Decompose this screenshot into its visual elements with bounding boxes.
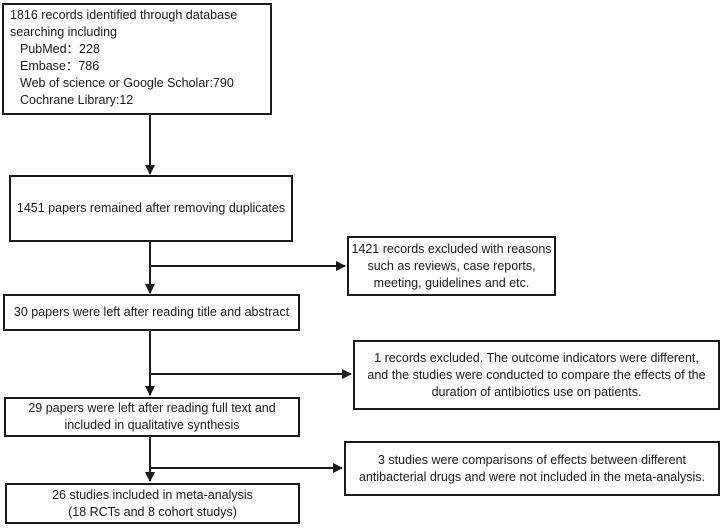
qualitative-line-2: included in qualitative synthesis: [64, 418, 240, 432]
duplicates-removed-box: 1451 papers remained after removing dupl…: [9, 175, 293, 242]
comparison-excluded-line-1: 3 studies were comparisons of effects be…: [377, 452, 687, 467]
fulltext-excluded-box: 1 records excluded. The outcome indicato…: [353, 340, 720, 410]
meta-analysis-line-1: 26 studies included in meta-analysis: [52, 487, 253, 502]
comparison-excluded-line-2: antibacterial drugs and were not include…: [358, 469, 706, 484]
title-abstract-text: 30 papers were left after reading title …: [13, 305, 290, 319]
screening-excluded-box: 1421 records excluded with reasons such …: [347, 236, 556, 296]
source-web-of-science-google-scholar: Web of science or Google Scholar:790: [20, 76, 234, 90]
source-embase: Embase：786: [20, 59, 100, 73]
screening-excluded-line-1: 1421 records excluded with reasons: [351, 241, 552, 256]
source-pubmed: PubMed：228: [20, 42, 100, 56]
title-abstract-box: 30 papers were left after reading title …: [3, 294, 300, 331]
duplicates-removed-text: 1451 papers remained after removing dupl…: [16, 201, 286, 215]
identification-text-line-2: searching including: [10, 25, 118, 39]
meta-analysis-line-2: (18 RCTs and 8 cohort studys): [68, 504, 237, 519]
qualitative-line-1: 29 papers were left after reading full t…: [28, 401, 276, 415]
identification-text-line-1: 1816 records identified through database: [10, 8, 238, 22]
comparison-excluded-box: 3 studies were comparisons of effects be…: [344, 441, 720, 496]
screening-excluded-line-2: such as reviews, case reports,: [367, 258, 536, 273]
fulltext-excluded-line-2: and the studies were conducted to compar…: [367, 367, 706, 382]
screening-excluded-line-3: meeting, guidelines and etc.: [373, 275, 530, 290]
meta-analysis-box: 26 studies included in meta-analysis (18…: [5, 483, 300, 524]
qualitative-synthesis-box: 29 papers were left after reading full t…: [4, 397, 300, 437]
identification-box: 1816 records identified through database…: [2, 3, 272, 115]
fulltext-excluded-line-3: duration of antibiotics use on patients.: [431, 384, 642, 399]
fulltext-excluded-line-1: 1 records excluded. The outcome indicato…: [374, 350, 699, 365]
source-cochrane-library: Cochrane Library:12: [20, 93, 134, 107]
